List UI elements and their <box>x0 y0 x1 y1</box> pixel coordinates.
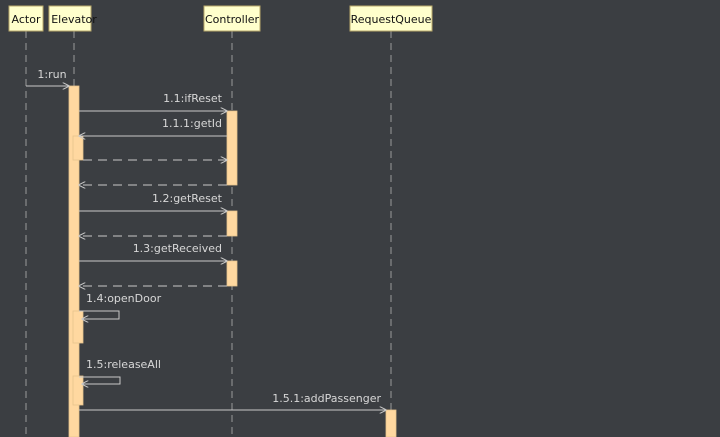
activation-bar <box>385 409 397 437</box>
message-call: 1.2:getReset <box>79 192 227 211</box>
participant-headers: Actor Elevator Controller RequestQueue <box>8 5 433 32</box>
message-call: 1.1:ifReset <box>79 92 227 111</box>
participant-elevator: Elevator <box>48 5 97 32</box>
message-call: 1:run <box>26 68 69 86</box>
participant-label: Controller <box>205 13 260 26</box>
participant-box <box>203 5 261 32</box>
activation-bar <box>226 110 238 186</box>
message-label: 1:run <box>37 68 66 81</box>
self-message-arrow <box>79 310 120 319</box>
message-label: 1.1.1:getId <box>162 117 222 130</box>
activation-bar <box>72 375 84 406</box>
participant-label: RequestQueue <box>351 13 432 26</box>
activation-bar <box>72 310 84 344</box>
participant-box <box>48 5 92 32</box>
message-call: 1.1.1:getId <box>79 117 227 136</box>
message-label: 1.4:openDoor <box>86 292 162 305</box>
message-label: 1.5.1:addPassenger <box>272 392 381 405</box>
participant-controller: Controller <box>203 5 261 32</box>
participant-label: Actor <box>12 13 41 26</box>
activation-bar <box>226 210 238 237</box>
participant-box <box>349 5 433 32</box>
message-label: 1.1:ifReset <box>163 92 223 105</box>
message-label: 1.3:getReceived <box>133 242 222 255</box>
message-call: 1.4:openDoor <box>79 292 162 319</box>
message-call: 1.3:getReceived <box>79 242 227 261</box>
participant-actor: Actor <box>8 5 44 32</box>
participant-label: Elevator <box>51 13 97 26</box>
self-message-arrow <box>79 376 121 384</box>
participant-requestqueue: RequestQueue <box>349 5 433 32</box>
participant-box <box>8 5 44 32</box>
message-label: 1.5:releaseAll <box>86 358 161 371</box>
activation-bar <box>226 260 238 287</box>
activations <box>68 85 397 437</box>
message-call: 1.5:releaseAll <box>79 358 161 384</box>
activation-bar <box>72 135 84 161</box>
message-call: 1.5.1:addPassenger <box>79 392 386 410</box>
messages: 1:run 1.1:ifReset 1.1.1:getId 1.2:getReset 1… <box>26 68 386 410</box>
message-label: 1.2:getReset <box>152 192 223 205</box>
